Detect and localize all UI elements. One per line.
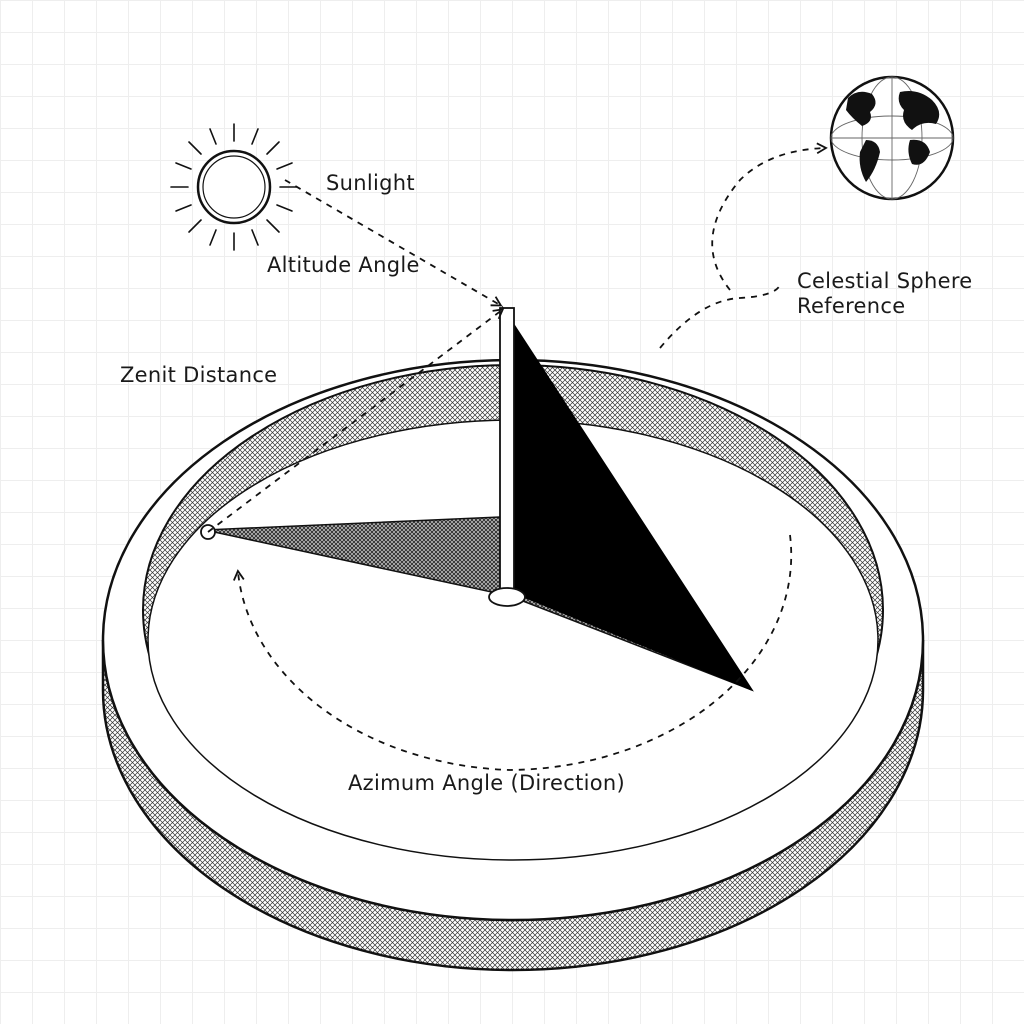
gnomon-base bbox=[489, 588, 525, 606]
gnomon-pole bbox=[500, 308, 514, 598]
zenith-distance-label: Zenit Distance bbox=[120, 363, 277, 388]
celestial-sphere-label: Celestial Sphere Reference bbox=[797, 269, 973, 319]
azimuth-angle-label: Azimum Angle (Direction) bbox=[348, 771, 625, 796]
altitude-angle-label: Altitude Angle bbox=[267, 253, 420, 278]
sun-icon bbox=[171, 124, 297, 250]
globe-icon bbox=[831, 77, 953, 199]
sunlight-label: Sunlight bbox=[326, 171, 415, 196]
sunlight-ray bbox=[285, 180, 500, 305]
celestial-label-line2: Reference bbox=[797, 294, 973, 319]
celestial-reference-curve bbox=[660, 285, 780, 348]
celestial-label-line1: Celestial Sphere bbox=[797, 269, 973, 294]
